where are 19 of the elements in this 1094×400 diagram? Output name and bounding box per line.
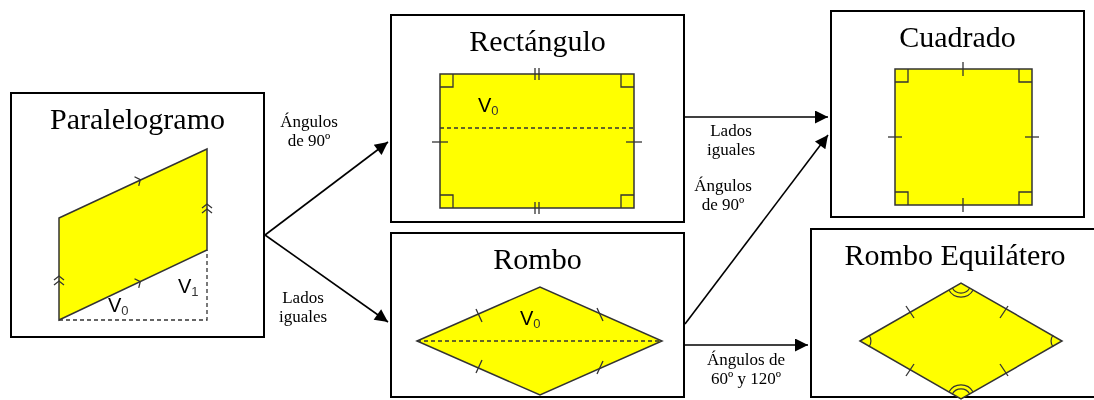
figure-card [390,232,685,398]
node-title: Rombo Equilátero [844,238,1066,271]
figure-card [810,228,1094,398]
vector-label: V$_{0}$ [478,95,499,120]
figure-card [390,14,685,223]
vector-label: V$_{0}$ [520,308,541,333]
node-title: Rectángulo [469,24,606,57]
vector-label: V$_{1}$ [178,276,199,301]
arrow [264,234,389,323]
node-title: Cuadrado [899,20,1016,53]
arrow [684,338,809,352]
arrow [684,110,829,124]
vector-label: V$_{0}$ [108,295,129,320]
node-title: Paralelogramo [50,102,225,135]
arrow [264,141,389,236]
figure-card [10,92,265,338]
arrow [684,134,829,325]
node-title: Rombo [493,242,582,275]
figure-card [830,10,1085,218]
